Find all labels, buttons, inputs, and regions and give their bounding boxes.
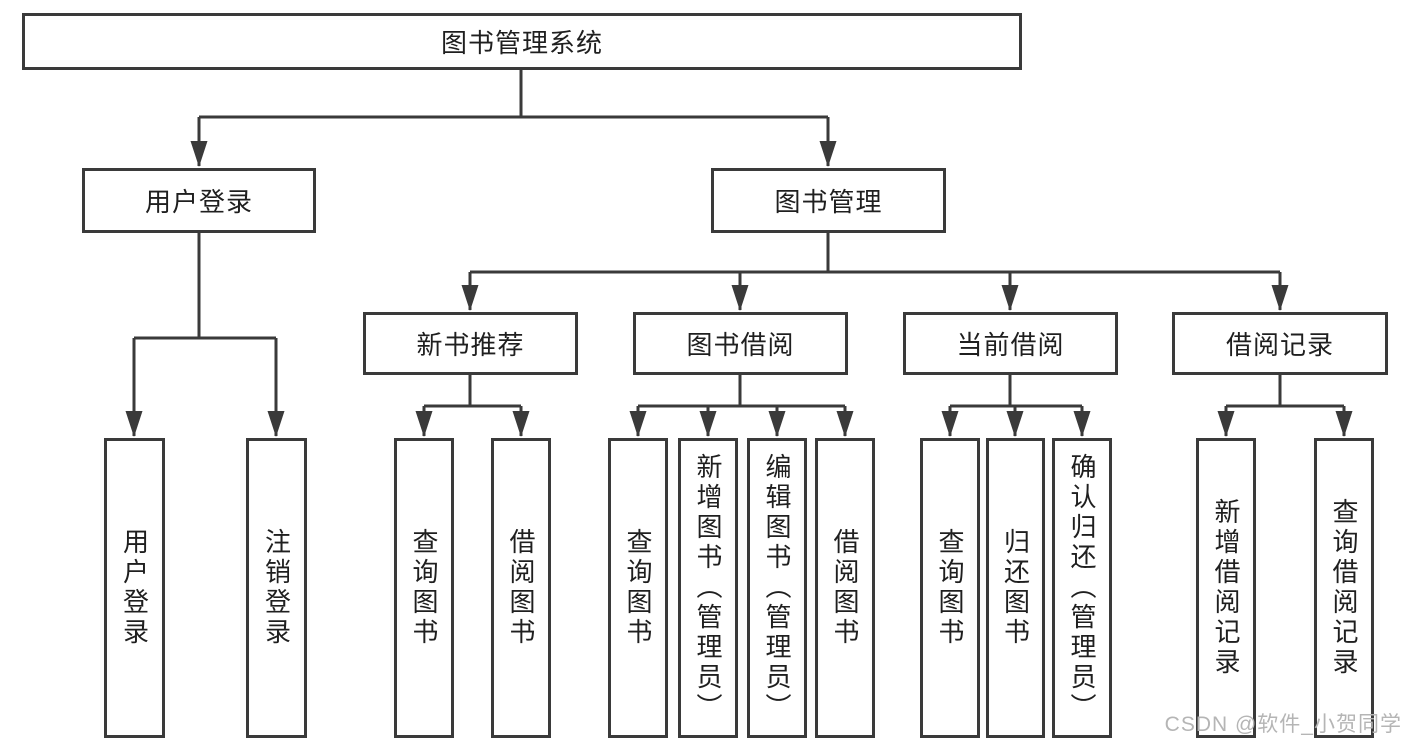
leaf-logout-login: 注销登录	[246, 438, 307, 738]
leaf-borrow-books-1: 借阅图书	[491, 438, 551, 738]
leaf-query-borrow-record: 查询借阅记录	[1314, 438, 1374, 738]
node-user-login: 用户登录	[82, 168, 316, 233]
node-book-borrowing: 图书借阅	[633, 312, 848, 375]
leaf-query-books-3: 查询图书	[920, 438, 980, 738]
leaf-query-books-2: 查询图书	[608, 438, 668, 738]
leaf-add-borrow-record: 新增借阅记录	[1196, 438, 1256, 738]
leaf-edit-book-admin: 编辑图书（管理员）	[747, 438, 807, 738]
leaf-query-books-1: 查询图书	[394, 438, 454, 738]
leaf-borrow-books-2: 借阅图书	[815, 438, 875, 738]
node-new-book-recommendation: 新书推荐	[363, 312, 578, 375]
leaf-confirm-return-admin: 确认归还（管理员）	[1052, 438, 1112, 738]
leaf-return-books: 归还图书	[986, 438, 1045, 738]
leaf-add-book-admin: 新增图书（管理员）	[678, 438, 738, 738]
node-current-borrowing: 当前借阅	[903, 312, 1118, 375]
node-library-system: 图书管理系统	[22, 13, 1022, 70]
watermark: CSDN @软件_小贺同学	[1164, 713, 1402, 736]
node-borrowing-records: 借阅记录	[1172, 312, 1388, 375]
leaf-user-login: 用户登录	[104, 438, 165, 738]
node-book-management: 图书管理	[711, 168, 946, 233]
